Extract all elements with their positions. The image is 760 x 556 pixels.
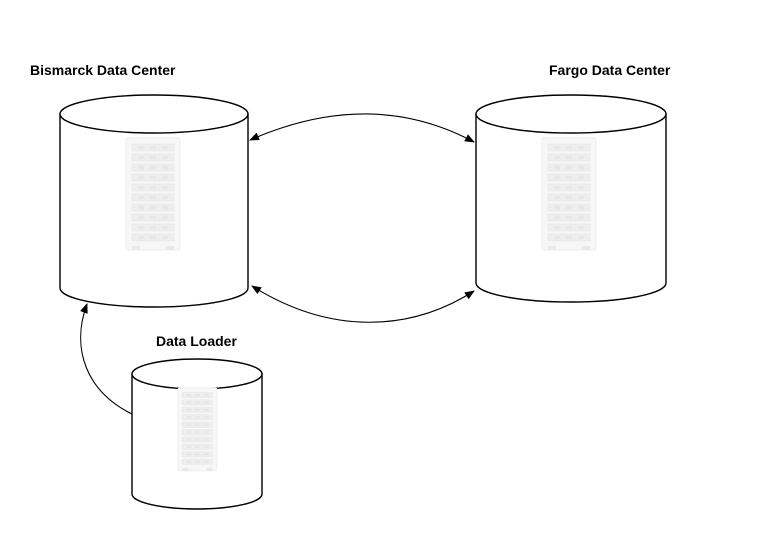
server-rack-icon (177, 387, 218, 472)
edge-bismarck-fargo-top (249, 113, 475, 143)
server-rack-icon (541, 137, 597, 251)
cylinder-fargo[interactable] (475, 94, 667, 303)
edge-loader-to-bismarck (80, 303, 133, 415)
node-label-fargo: Fargo Data Center (549, 62, 671, 78)
edge-bismarck-fargo-bottom (251, 285, 475, 323)
cylinder-bismarck[interactable] (59, 94, 249, 308)
cylinder-data-loader[interactable] (131, 358, 263, 510)
node-label-bismarck: Bismarck Data Center (30, 62, 176, 78)
node-label-data-loader: Data Loader (156, 333, 237, 349)
server-rack-icon (125, 137, 181, 251)
